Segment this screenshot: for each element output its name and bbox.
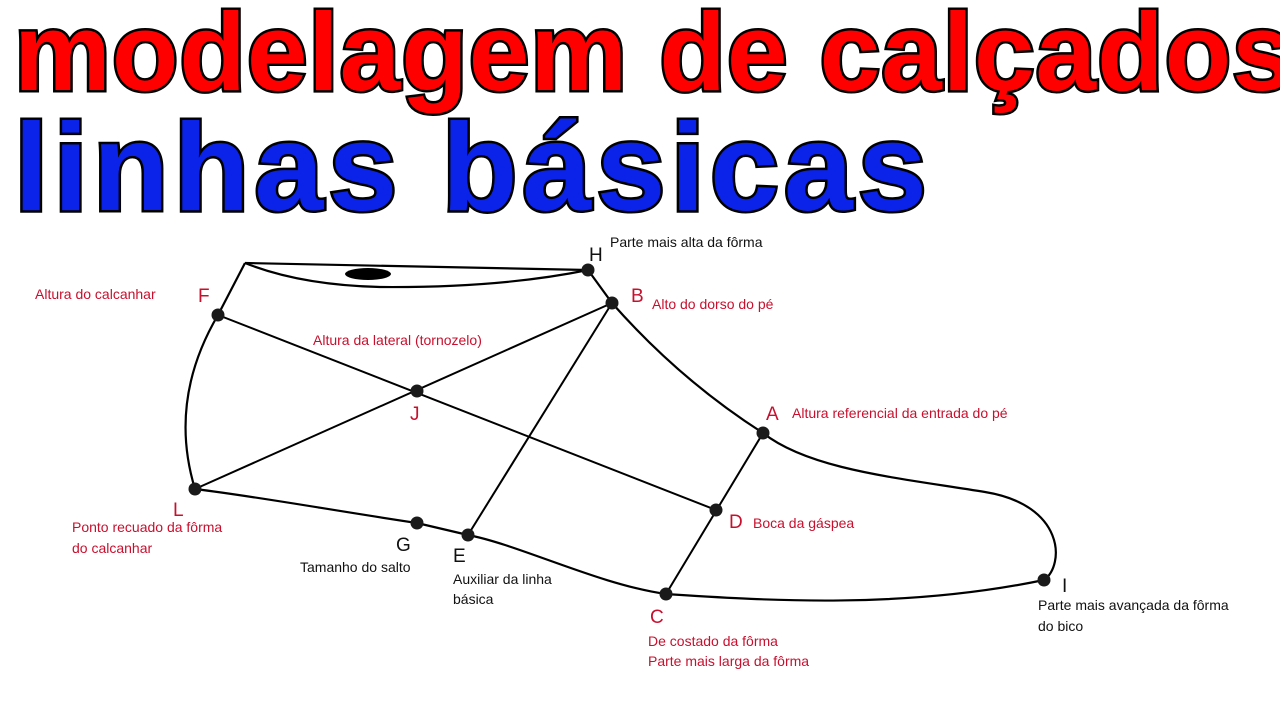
point-b	[605, 296, 619, 310]
desc-e-1: Auxiliar da linha	[453, 571, 552, 587]
desc-l-2: do calcanhar	[72, 540, 153, 556]
point-descriptions: Parte mais alta da fôrma Alto do dorso d…	[35, 234, 1229, 669]
shoe-outline	[184, 261, 1057, 602]
desc-i-2: do bico	[1038, 618, 1083, 634]
heel-back-upper	[217, 262, 246, 316]
point-h	[581, 263, 595, 277]
desc-h: Parte mais alta da fôrma	[610, 234, 763, 250]
title-line-2: linhas básicas	[12, 97, 932, 240]
line-e-b	[467, 302, 613, 536]
letter-l: L	[173, 500, 184, 521]
desc-l-1: Ponto recuado da fôrma	[72, 519, 222, 535]
desc-a: Altura referencial da entrada do pé	[792, 405, 1008, 421]
letter-c: C	[650, 607, 664, 628]
point-f	[211, 308, 225, 322]
instep-line	[587, 269, 613, 304]
desc-c-2: Parte mais larga da fôrma	[648, 653, 809, 669]
desc-i-1: Parte mais avançada da fôrma	[1038, 597, 1229, 613]
title-line-1: modelagem de calçados	[12, 0, 1280, 117]
desc-g: Tamanho do salto	[300, 559, 411, 575]
point-e	[461, 528, 475, 542]
top-opening-lower	[244, 261, 589, 289]
letter-i: I	[1062, 576, 1067, 597]
toe-curve	[762, 432, 1057, 581]
point-a	[756, 426, 770, 440]
points	[188, 263, 1051, 601]
point-c	[659, 587, 673, 601]
construction-lines	[194, 302, 764, 595]
point-g	[410, 516, 424, 530]
desc-b: Alto do dorso do pé	[652, 296, 774, 312]
point-letters: H B F J A D L G E C I	[173, 245, 1067, 628]
letter-b: B	[631, 286, 644, 307]
letter-a: A	[766, 404, 779, 425]
letter-j: J	[410, 404, 420, 425]
point-d	[709, 503, 723, 517]
letter-d: D	[729, 512, 743, 533]
desc-e-2: básica	[453, 591, 494, 607]
line-f-d	[217, 314, 717, 511]
sole-line	[194, 487, 1045, 602]
letter-f: F	[198, 286, 210, 307]
heel-hole-icon	[345, 268, 391, 280]
top-opening-upper	[244, 261, 589, 272]
letter-h: H	[589, 245, 603, 266]
desc-d: Boca da gáspea	[753, 515, 854, 531]
line-l-b	[194, 302, 613, 490]
desc-j: Altura da lateral (tornozelo)	[313, 332, 482, 348]
letter-e: E	[453, 546, 466, 567]
desc-f: Altura do calcanhar	[35, 286, 156, 302]
desc-c-1: De costado da fôrma	[648, 633, 778, 649]
letter-g: G	[396, 535, 411, 556]
point-i	[1037, 573, 1051, 587]
point-j	[410, 384, 424, 398]
heel-back-curve	[184, 314, 219, 490]
point-l	[188, 482, 202, 496]
vamp-curve	[611, 302, 764, 434]
